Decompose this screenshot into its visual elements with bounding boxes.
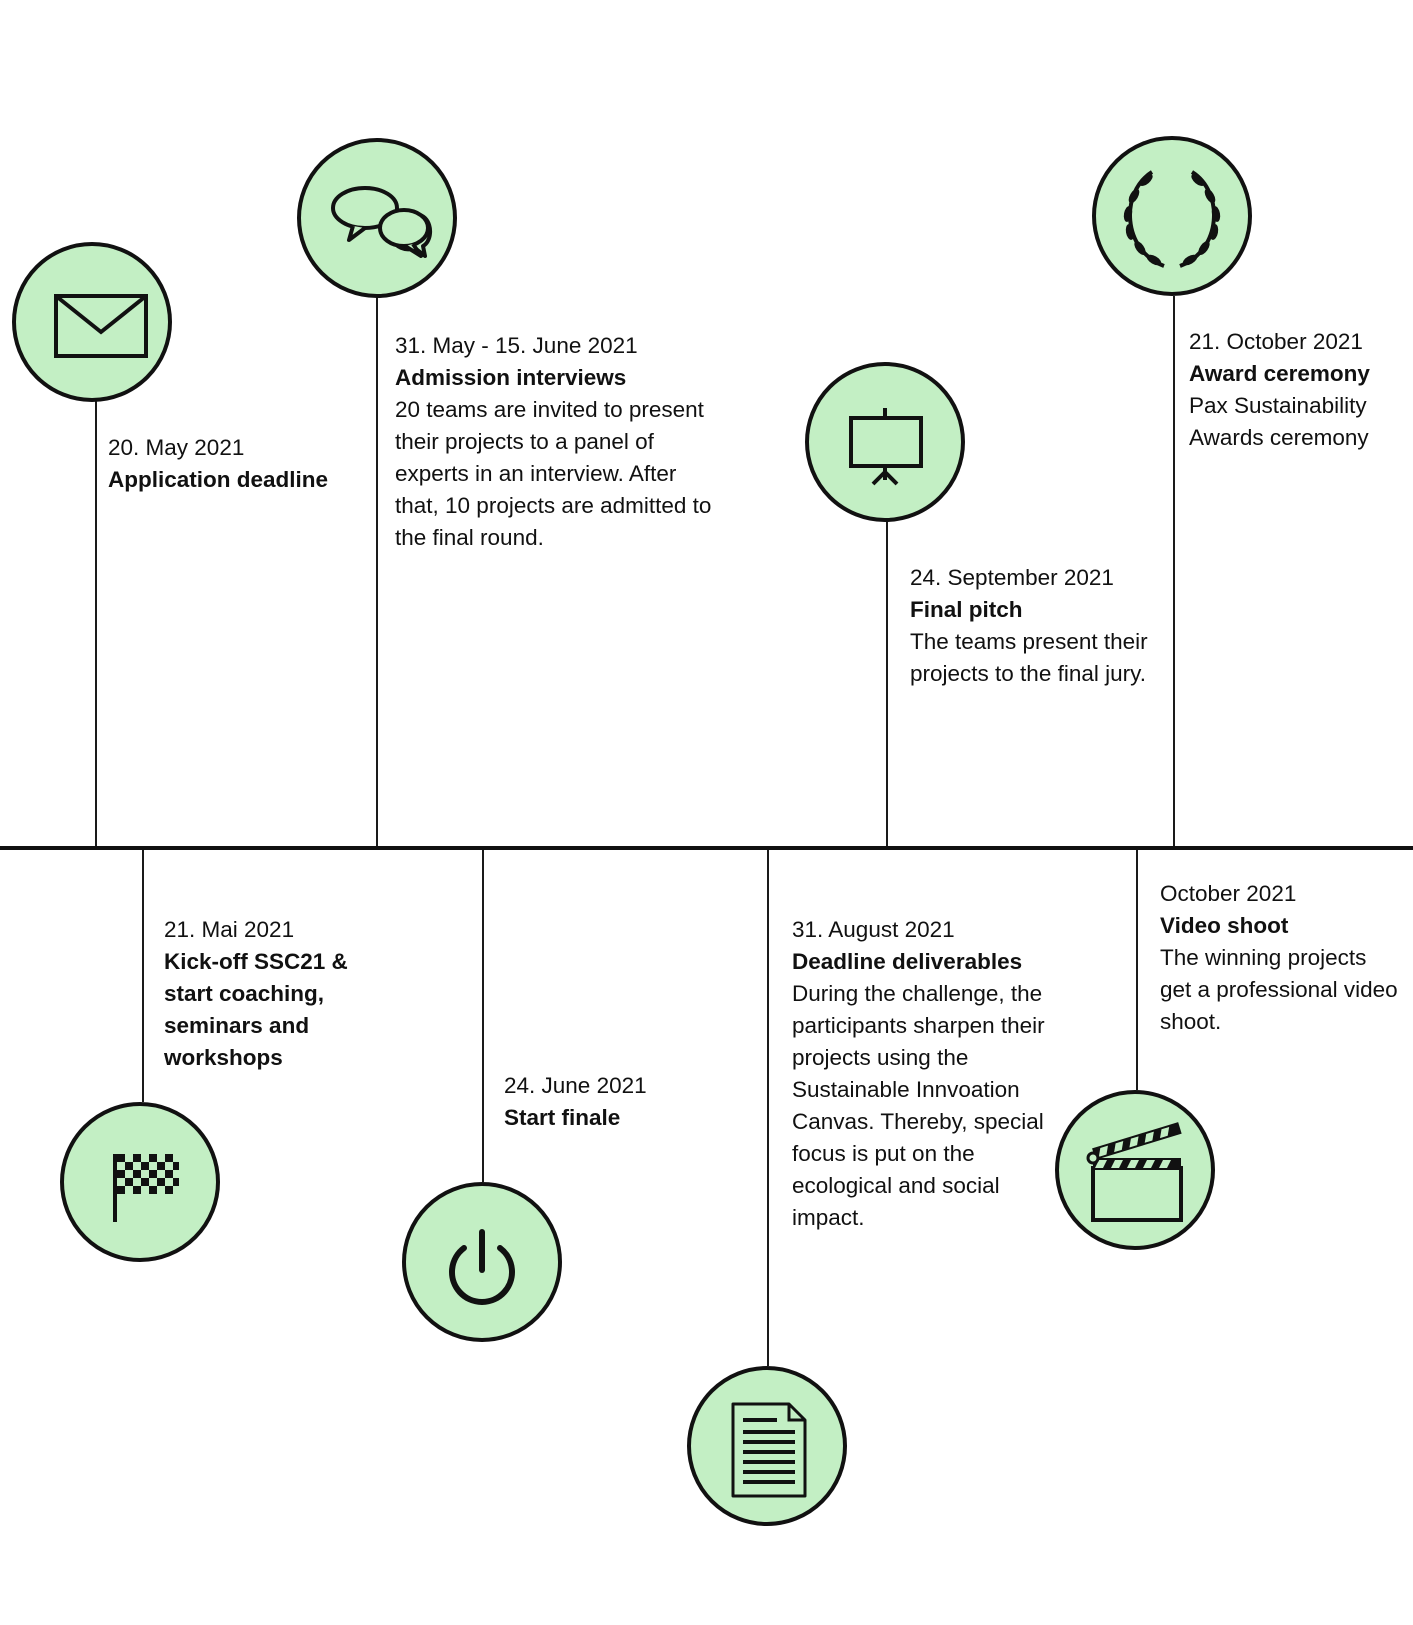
milestone-title: Video shoot: [1160, 913, 1289, 938]
milestone-start-finale-text: 24. June 2021 Start finale: [504, 1070, 704, 1134]
milestone-title: Admission interviews: [395, 365, 627, 390]
milestone-date: 24. June 2021: [504, 1073, 647, 1098]
milestone-title: Final pitch: [910, 597, 1023, 622]
milestone-application-circle: [12, 242, 172, 402]
milestone-final-pitch-circle: [805, 362, 965, 522]
milestone-description: The teams present their projects to the …: [910, 629, 1148, 686]
connector-deliverables: [767, 848, 769, 1366]
connector-final-pitch: [886, 520, 888, 848]
milestone-date: 21. October 2021: [1189, 329, 1363, 354]
milestone-kickoff-circle: [60, 1102, 220, 1262]
milestone-description: The winning projects get a professional …: [1160, 945, 1398, 1034]
milestone-description: 20 teams are invited to present their pr…: [395, 397, 712, 550]
milestone-video-circle: [1055, 1090, 1215, 1250]
milestone-title: Deadline deliverables: [792, 949, 1023, 974]
milestone-description: During the challenge, the participants s…: [792, 981, 1045, 1230]
milestone-title: Start finale: [504, 1105, 621, 1130]
power-icon: [449, 1229, 515, 1305]
milestone-application-text: 20. May 2021 Application deadline: [108, 432, 368, 496]
checkered-flag-icon: [113, 1154, 179, 1222]
milestone-interviews-circle: [297, 138, 457, 298]
milestone-kickoff-text: 21. Mai 2021 Kick-off SSC21 & start coac…: [164, 914, 384, 1074]
milestone-title: Application deadline: [108, 467, 329, 492]
milestone-final-pitch-text: 24. September 2021 Final pitch The teams…: [910, 562, 1150, 690]
connector-video: [1136, 848, 1138, 1090]
milestone-deliverables-text: 31. August 2021 Deadline deliverables Du…: [792, 914, 1047, 1234]
speech-bubbles-icon: [331, 186, 432, 258]
connector-award: [1173, 296, 1175, 848]
connector-kickoff: [142, 848, 144, 1102]
envelope-icon: [54, 294, 148, 358]
milestone-title: Kick-off SSC21 & start coaching, seminar…: [164, 949, 348, 1070]
milestone-date: 31. August 2021: [792, 917, 955, 942]
milestone-award-text: 21. October 2021 Award ceremony Pax Sust…: [1189, 326, 1399, 454]
milestone-title: Award ceremony: [1189, 361, 1370, 386]
milestone-description: Pax Sustainability Awards ceremony: [1189, 393, 1369, 450]
milestone-deliverables-circle: [687, 1366, 847, 1526]
milestone-award-circle: [1092, 136, 1252, 296]
milestone-date: 20. May 2021: [108, 435, 245, 460]
milestone-date: 24. September 2021: [910, 565, 1114, 590]
connector-application: [95, 398, 97, 848]
connector-interviews: [376, 296, 378, 848]
document-icon: [731, 1402, 807, 1498]
connector-start-finale: [482, 848, 484, 1182]
milestone-date: October 2021: [1160, 881, 1297, 906]
milestone-video-text: October 2021 Video shoot The winning pro…: [1160, 878, 1400, 1038]
milestone-interviews-text: 31. May - 15. June 2021 Admission interv…: [395, 330, 715, 554]
presentation-board-icon: [849, 408, 923, 486]
timeline-axis: [0, 846, 1413, 850]
milestone-start-finale-circle: [402, 1182, 562, 1342]
milestone-date: 31. May - 15. June 2021: [395, 333, 638, 358]
clapperboard-icon: [1086, 1122, 1183, 1222]
milestone-date: 21. Mai 2021: [164, 917, 295, 942]
laurel-wreath-icon: [1123, 170, 1221, 268]
